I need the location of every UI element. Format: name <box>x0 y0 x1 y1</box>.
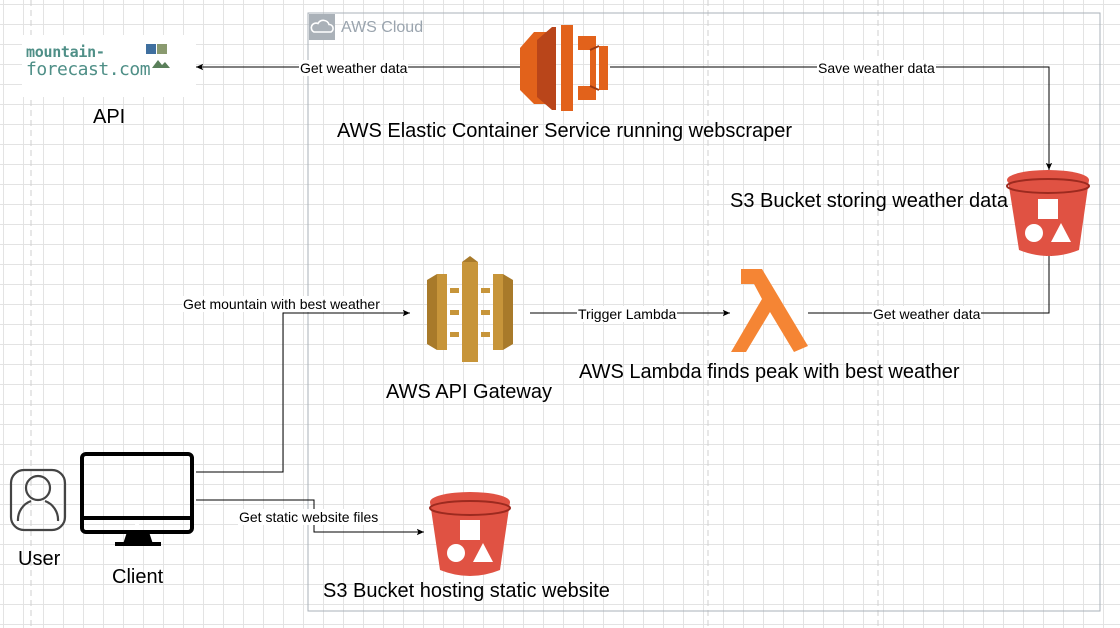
edge-label-client-to-s3-static: Get static website files <box>238 509 380 525</box>
lambda-label: AWS Lambda finds peak with best weather <box>579 361 960 383</box>
ecs-label: AWS Elastic Container Service running we… <box>337 120 793 142</box>
s3-bucket-static-icon[interactable] <box>429 492 511 576</box>
s3-static-label: S3 Bucket hosting static website <box>323 580 610 602</box>
mountain-forecast-logo[interactable] <box>22 35 196 97</box>
logo-text-bottom: forecast.com <box>26 59 151 80</box>
user-icon[interactable] <box>9 468 67 532</box>
s3-bucket-weather-icon[interactable] <box>1006 170 1090 256</box>
logo-text-top: mountain- <box>26 43 105 61</box>
edge-label-client-to-gateway: Get mountain with best weather <box>182 296 381 312</box>
edge-client-to-gateway[interactable] <box>196 309 410 473</box>
aws-cloud-group[interactable] <box>307 12 1101 612</box>
aws-cloud-title: AWS Cloud <box>341 19 424 36</box>
api-gateway-icon[interactable] <box>427 256 513 362</box>
lambda-icon[interactable] <box>731 269 808 352</box>
s3-weather-label: S3 Bucket storing weather data <box>730 190 1008 212</box>
ecs-icon[interactable] <box>520 25 608 111</box>
client-monitor-icon[interactable] <box>80 452 194 546</box>
edge-lambda-to-s3[interactable] <box>808 249 1053 314</box>
cloud-icon <box>309 14 335 40</box>
edge-label-ecs-to-api: Get weather data <box>299 60 409 76</box>
edge-ecs-to-s3[interactable] <box>610 66 1053 170</box>
user-label: User <box>18 548 61 570</box>
client-label: Client <box>112 566 164 588</box>
edge-label-gateway-to-lambda: Trigger Lambda <box>577 306 678 322</box>
api-gateway-label: AWS API Gateway <box>386 381 552 403</box>
edge-label-lambda-to-s3: Get weather data <box>872 306 982 322</box>
edge-label-ecs-to-s3: Save weather data <box>817 60 936 76</box>
api-label: API <box>93 106 126 128</box>
